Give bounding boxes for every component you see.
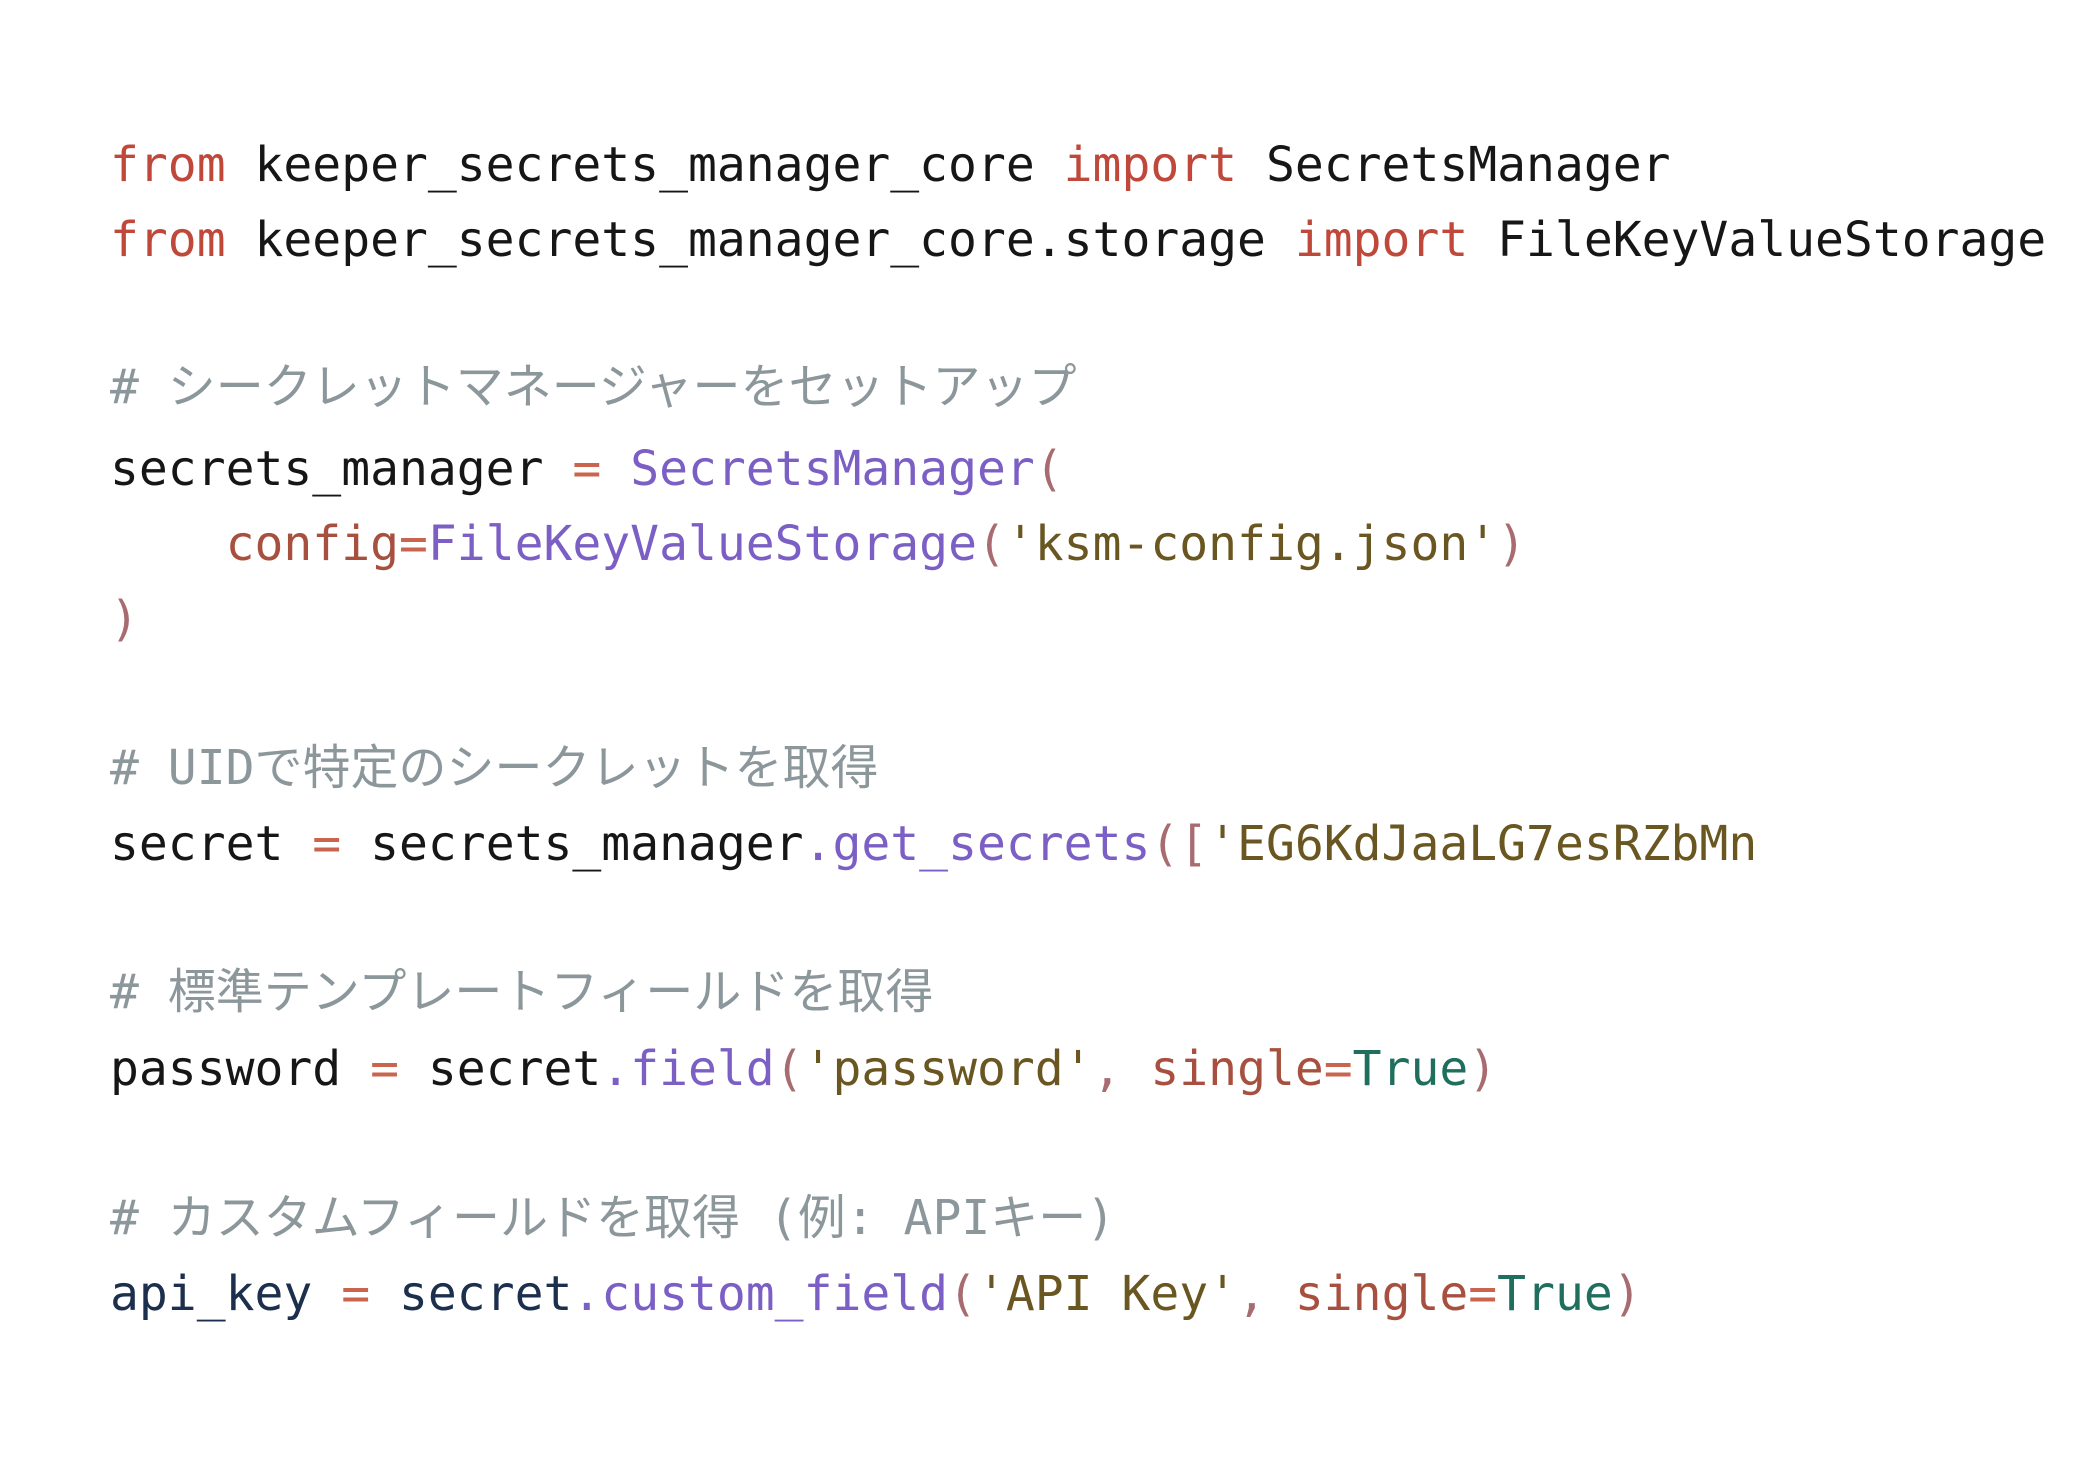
code-token-paren: , xyxy=(1237,1266,1295,1322)
code-line: ) xyxy=(110,582,139,657)
code-token-navy: secret xyxy=(370,1266,573,1322)
code-token-kw: import xyxy=(1294,212,1469,268)
code-line: api_key = secret.custom_field('API Key',… xyxy=(110,1257,1642,1332)
code-token-paren: ( xyxy=(774,1041,804,1097)
code-token-kw: from xyxy=(110,137,226,193)
code-token-param: config xyxy=(225,516,399,572)
code-token-op: = xyxy=(1323,1041,1353,1097)
code-token-plain: keeper_secrets_manager_core.storage xyxy=(225,212,1295,268)
code-token-param: single xyxy=(1294,1266,1469,1322)
code-line: secret = secrets_manager.get_secrets(['E… xyxy=(110,807,1757,882)
code-token-paren: ) xyxy=(1468,1041,1498,1097)
code-line: config=FileKeyValueStorage('ksm-config.j… xyxy=(110,507,1526,582)
code-token-op: = xyxy=(370,1041,399,1097)
code-token-kw: from xyxy=(110,212,226,268)
code-token-plain: secrets_manager xyxy=(110,441,573,497)
code-token-kw: import xyxy=(1063,137,1238,193)
code-token-cls: SecretsManager xyxy=(630,441,1035,497)
code-token-paren: ( xyxy=(976,516,1006,572)
code-token-plain xyxy=(601,441,630,497)
code-token-comment: # UIDで特定のシークレットを取得 xyxy=(110,740,879,796)
code-comment-line: # 標準テンプレートフィールドを取得 xyxy=(110,955,933,1030)
code-comment-line: # UIDで特定のシークレットを取得 xyxy=(110,731,879,806)
code-token-plain: FileKeyValueStorage xyxy=(1468,212,2047,268)
code-token-paren: ) xyxy=(110,591,139,647)
code-token-cls: .get_secrets xyxy=(803,816,1151,872)
code-token-str: 'EG6KdJaaLG7esRZbMn xyxy=(1208,816,1758,872)
code-token-param: single xyxy=(1150,1041,1324,1097)
code-token-op: = xyxy=(341,1266,371,1322)
code-line: from keeper_secrets_manager_core import … xyxy=(110,128,1671,203)
code-token-str: 'API Key' xyxy=(976,1266,1238,1322)
code-token-op: = xyxy=(1468,1266,1498,1322)
code-token-cls: .custom_field xyxy=(572,1266,949,1322)
code-token-comment: # カスタムフィールドを取得 (例: APIキー) xyxy=(110,1190,1116,1246)
code-token-comment: # 標準テンプレートフィールドを取得 xyxy=(110,964,934,1020)
code-comment-line: # カスタムフィールドを取得 (例: APIキー) xyxy=(110,1181,1115,1256)
code-token-plain: keeper_secrets_manager_core xyxy=(225,137,1064,193)
code-token-plain xyxy=(110,516,226,572)
code-token-op: = xyxy=(398,516,428,572)
code-token-paren: ) xyxy=(1497,516,1527,572)
code-token-plain: secrets_manager xyxy=(341,816,804,872)
code-token-cls: .field xyxy=(601,1041,775,1097)
code-token-paren: ( xyxy=(948,1266,977,1322)
code-comment-line: # シークレットマネージャーをセットアップ xyxy=(110,350,1076,425)
code-token-paren: , xyxy=(1092,1041,1151,1097)
code-token-op: = xyxy=(572,441,602,497)
code-token-paren: ([ xyxy=(1150,816,1209,872)
code-token-cls: FileKeyValueStorage xyxy=(427,516,977,572)
code-token-str: 'ksm-config.json' xyxy=(1005,516,1498,572)
code-token-op: = xyxy=(312,816,342,872)
code-token-paren: ( xyxy=(1034,441,1064,497)
code-line: password = secret.field('password', sing… xyxy=(110,1032,1497,1107)
code-line: from keeper_secrets_manager_core.storage… xyxy=(110,203,2046,278)
code-line: secrets_manager = SecretsManager( xyxy=(110,432,1064,507)
code-token-paren: ) xyxy=(1612,1266,1642,1322)
code-token-plain: secret xyxy=(399,1041,602,1097)
code-token-str: 'password' xyxy=(803,1041,1093,1097)
code-token-comment: # シークレットマネージャーをセットアップ xyxy=(110,359,1077,415)
code-token-plain: secret xyxy=(110,816,313,872)
code-token-navy: api_key xyxy=(110,1266,342,1322)
code-token-bool: True xyxy=(1352,1041,1469,1097)
code-token-bool: True xyxy=(1497,1266,1613,1322)
code-token-plain: password xyxy=(110,1041,371,1097)
code-token-plain: SecretsManager xyxy=(1237,137,1671,193)
